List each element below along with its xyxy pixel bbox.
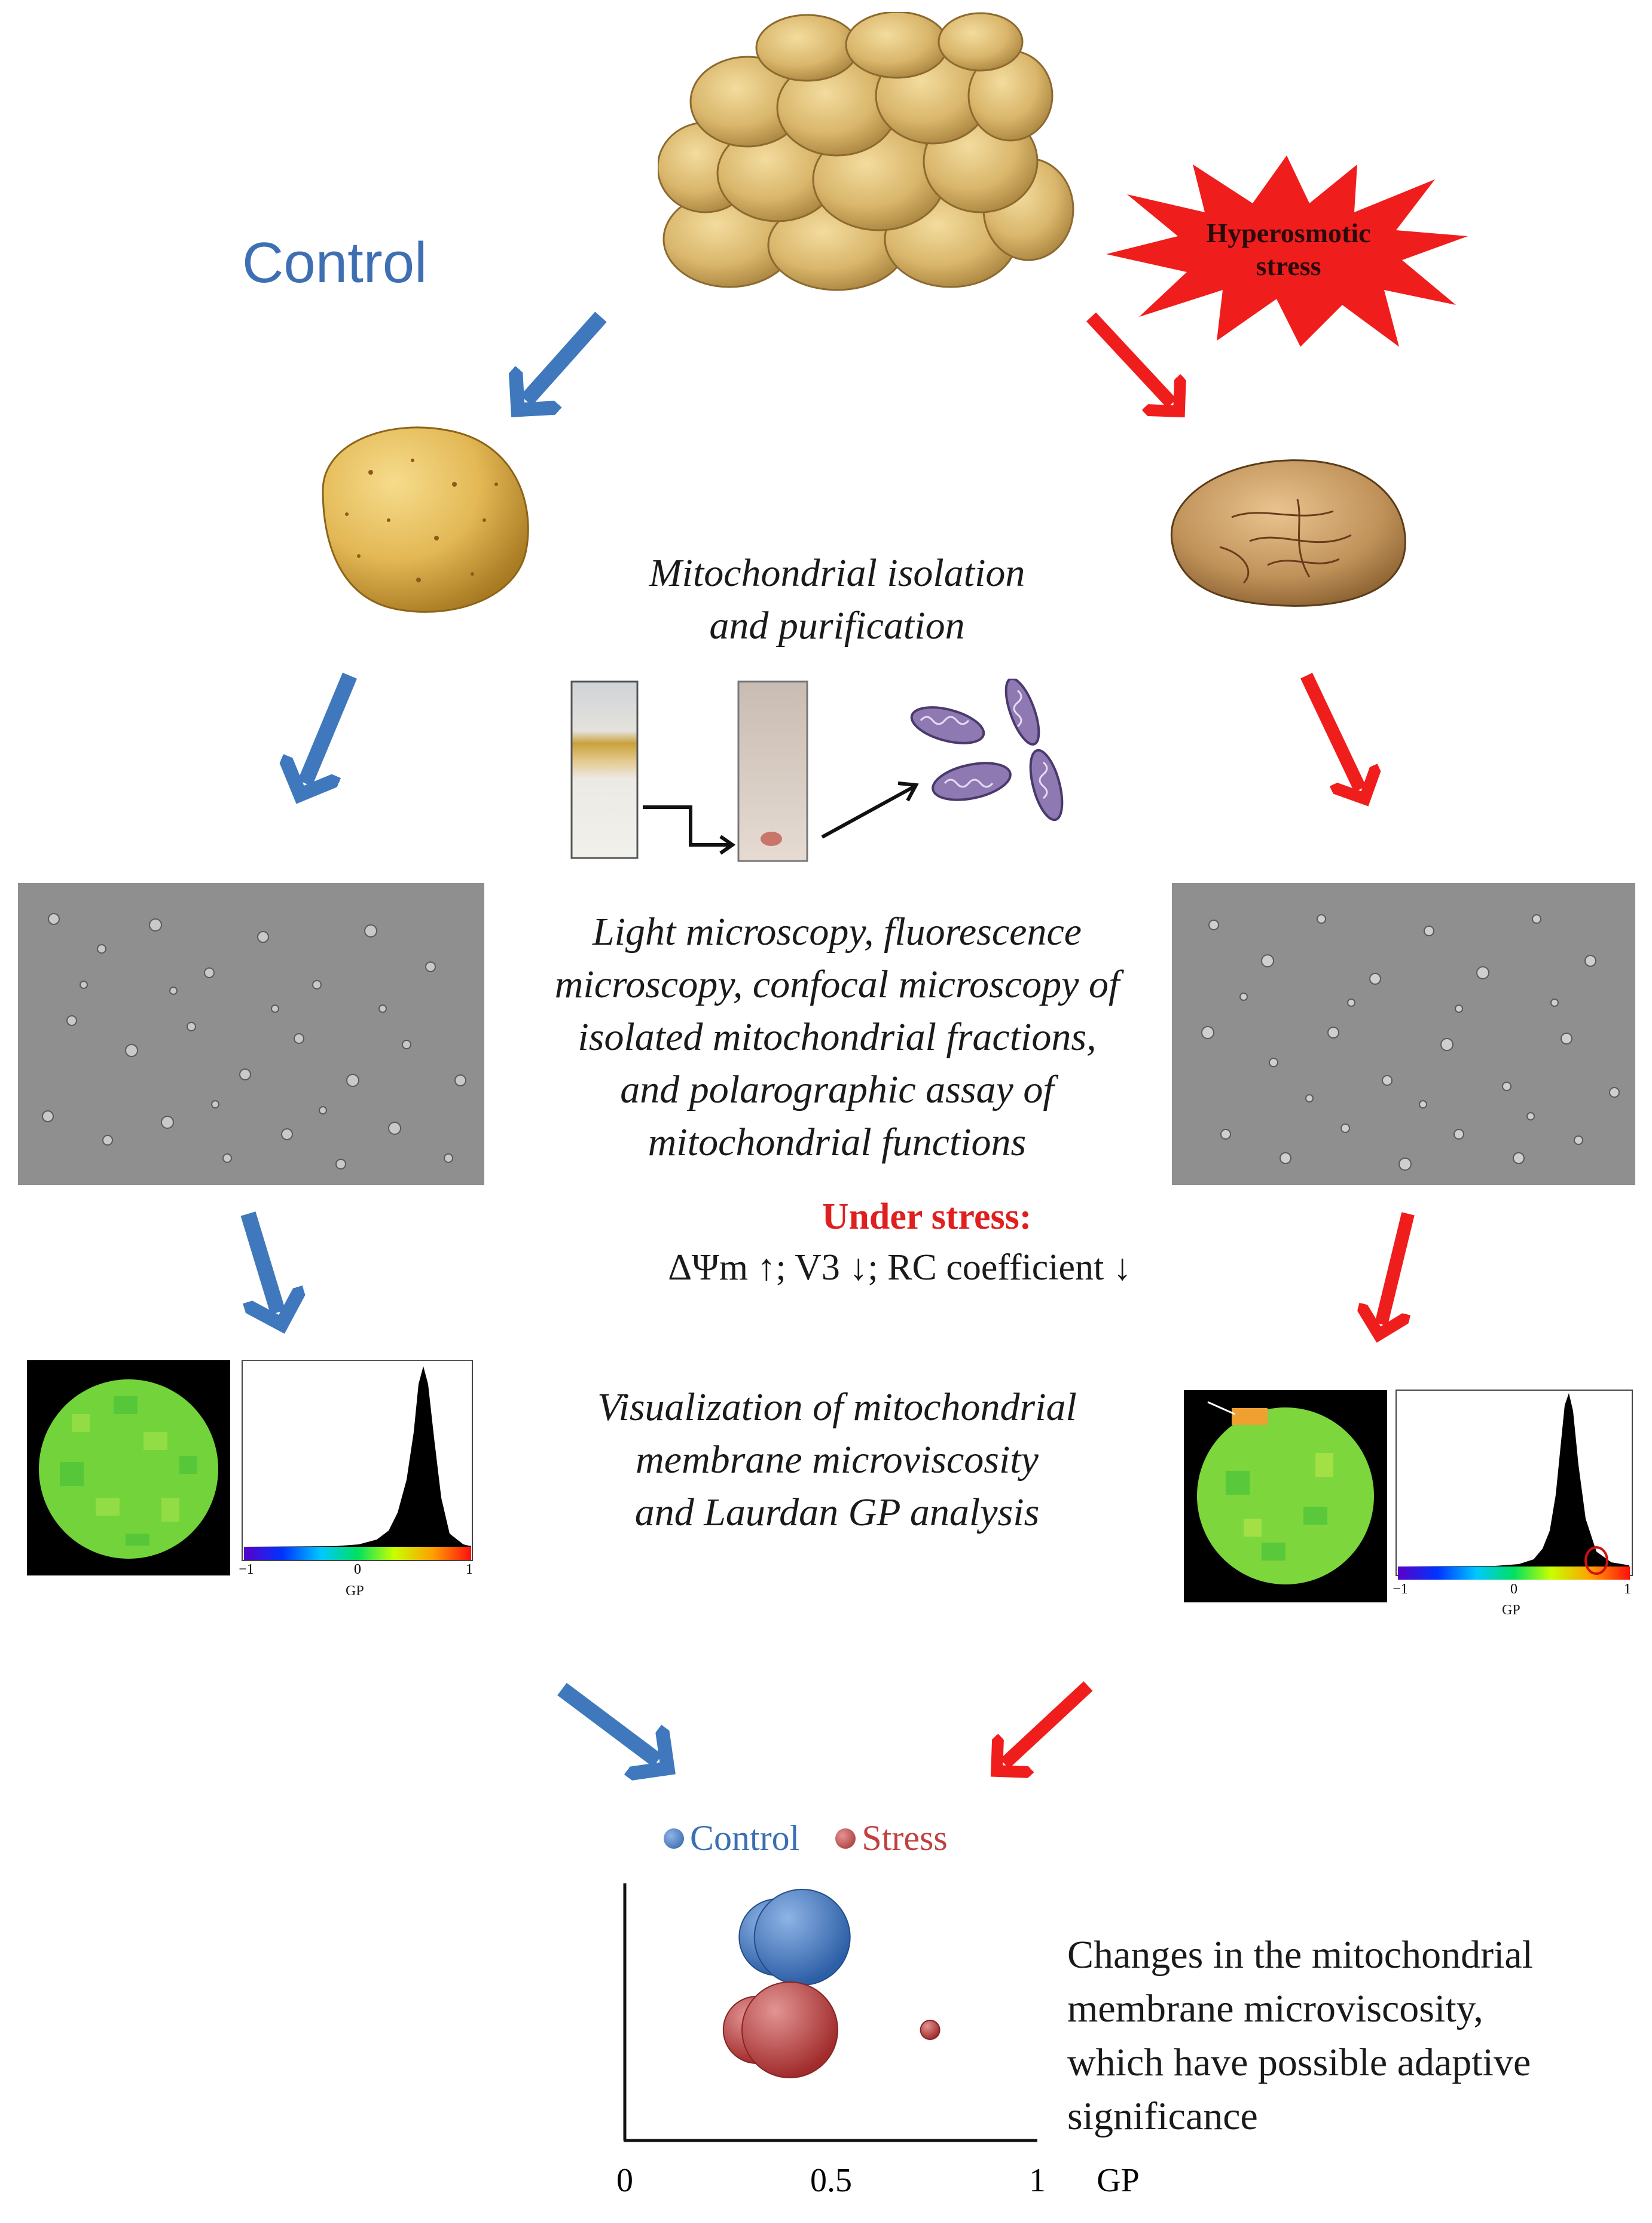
legend-control-label: Control (690, 1818, 800, 1858)
control-arrow-2 (305, 673, 357, 783)
x-tick-1: 0 (616, 2162, 633, 2199)
under-stress-summary: ΔΨm ↑; V3 ↓; RC coefficient ↓ (668, 1247, 1132, 1288)
x-tick-3: 1 (1029, 2162, 1046, 2199)
control-gp-axis-label: GP (346, 1583, 364, 1599)
isolation-line-2: and purification (709, 604, 965, 648)
legend-stress-marker (835, 1828, 856, 1849)
hyperosmotic-stress-burst: Hyperosmotic stress (1106, 155, 1468, 347)
stress-arrow-1 (1086, 312, 1172, 404)
stress-arrow-2 (1300, 673, 1360, 789)
stress-gp-histogram (1399, 1393, 1629, 1567)
bubble-chart: 0 0.5 1 GP (616, 1883, 1140, 2199)
pellet-tube (737, 680, 808, 862)
conclusion-line-1: Changes in the mitochondrial (1067, 1933, 1534, 1977)
conclusion-line-4: significance (1067, 2094, 1258, 2138)
stress-gp-panel: −1 0 1 (1184, 1390, 1633, 1602)
stress-gp-tick-max: 1 (1624, 1581, 1631, 1597)
control-gp-tick-min: −1 (239, 1562, 254, 1575)
conclusion-line-3: which have possible adaptive (1067, 2041, 1531, 2084)
control-arrow-3 (240, 1211, 278, 1312)
stress-gp-axis-label: GP (1502, 1602, 1520, 1618)
control-arrow-1 (526, 312, 607, 401)
gradient-tube (570, 680, 639, 859)
isolation-line-1: Mitochondrial isolation (649, 551, 1025, 595)
control-bubble-2 (753, 1889, 851, 1986)
stress-arrow-4 (1004, 1681, 1093, 1764)
control-gp-tick-mid: 0 (354, 1562, 361, 1575)
mitochondria-icon (910, 679, 1064, 822)
chart-x-label: GP (1097, 2162, 1140, 2199)
microscopy-line-2: microscopy, confocal microscopy of (554, 963, 1120, 1006)
isolation-process-illustration (570, 679, 1064, 862)
visualization-line-1: Visualization of mitochondrial (597, 1385, 1077, 1429)
hyperosmotic-label-line2: stress (1256, 251, 1321, 281)
legend-stress: Stress (835, 1818, 948, 1859)
under-stress-title: Under stress: (822, 1196, 1032, 1237)
microscopy-line-3: isolated mitochondrial fractions, (578, 1015, 1097, 1059)
visualization-line-2: membrane microviscosity (636, 1438, 1039, 1482)
control-gp-panel: −1 0 1 (27, 1360, 473, 1575)
visualization-line-3: and Laurdan GP analysis (634, 1491, 1040, 1534)
chart-legend: Control Stress (664, 1818, 948, 1859)
control-gp-histogram (245, 1366, 471, 1547)
stress-arrow-3 (1381, 1212, 1415, 1324)
control-arrow-4 (557, 1682, 658, 1761)
stress-microscopy-image (1172, 883, 1635, 1185)
legend-control-marker (664, 1828, 684, 1849)
control-microscopy-image (18, 883, 484, 1185)
stressed-potato-image (1170, 459, 1406, 607)
stress-gp-tick-mid: 0 (1510, 1581, 1517, 1597)
hyperosmotic-label-line1: Hyperosmotic (1206, 218, 1370, 248)
control-gp-tick-max: 1 (466, 1562, 473, 1575)
control-potato-image (322, 426, 529, 613)
stress-gp-tick-min: −1 (1393, 1581, 1408, 1597)
microscopy-line-1: Light microscopy, fluorescence (592, 910, 1082, 954)
microscopy-caption: Light microscopy, fluorescence microscop… (526, 906, 1148, 1169)
microscopy-line-5: mitochondrial functions (648, 1120, 1027, 1164)
control-label: Control (242, 231, 427, 295)
stress-bubble-2 (741, 1981, 838, 2078)
legend-control: Control (664, 1818, 799, 1859)
x-tick-2: 0.5 (810, 2162, 852, 2199)
conclusion-line-2: membrane microviscosity, (1067, 1987, 1483, 2030)
microscopy-line-4: and polarographic assay of (620, 1068, 1054, 1112)
stress-bubble-3 (920, 2020, 940, 2040)
legend-stress-label: Stress (862, 1818, 948, 1858)
potato-pile-image (658, 12, 1074, 291)
isolation-caption: Mitochondrial isolation and purification (598, 547, 1076, 652)
visualization-caption: Visualization of mitochondrial membrane … (526, 1381, 1148, 1539)
conclusion-text: Changes in the mitochondrial membrane mi… (1067, 1928, 1635, 2143)
